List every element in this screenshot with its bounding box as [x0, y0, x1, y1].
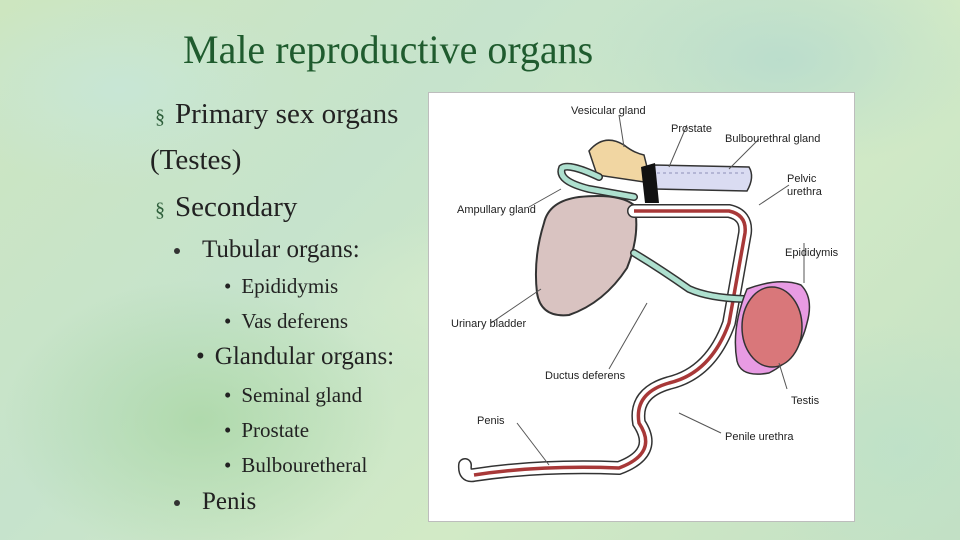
- label-ampullary-gland: Ampullary gland: [457, 204, 536, 216]
- bulbourethral-gland-shape: [653, 164, 753, 192]
- bullet-primary-label: Primary sex organs: [175, 98, 399, 130]
- list-item-label: Epididymis: [241, 274, 339, 298]
- bullet-glandular-label: Glandular organs:: [214, 343, 395, 370]
- round-bullet-icon: [174, 248, 180, 255]
- diagram-illustration: [457, 114, 811, 483]
- square-bullet-icon: §: [155, 106, 165, 128]
- bullet-glandular: • Glandular organs:: [196, 343, 394, 371]
- bullet-icon: •: [224, 309, 232, 333]
- prostate-shape: [641, 163, 659, 203]
- label-penile-urethra: Penile urethra: [725, 431, 794, 443]
- label-bulbourethral-gland: Bulbourethral gland: [725, 133, 821, 145]
- list-item-seminal-gland: • Seminal gland: [224, 383, 362, 408]
- label-pelvic-urethra-line1: Pelvic: [787, 173, 817, 185]
- list-item-label: Vas deferens: [241, 309, 349, 333]
- bullet-icon: •: [224, 383, 232, 407]
- label-prostate: Prostate: [671, 123, 712, 135]
- list-item-epididymis: • Epididymis: [224, 274, 338, 299]
- reproductive-diagram: Vesicular gland Prostate Bulbourethral g…: [428, 92, 855, 522]
- slide-title: Male reproductive organs: [183, 27, 594, 72]
- bullet-icon: •: [224, 453, 232, 477]
- square-bullet-icon: §: [155, 199, 165, 221]
- list-item-label: Prostate: [241, 418, 310, 442]
- label-ductus-deferens: Ductus deferens: [545, 370, 626, 382]
- bullet-icon: •: [196, 343, 205, 370]
- urinary-bladder-shape: [534, 195, 638, 317]
- bullet-secondary: § Secondary: [155, 191, 297, 224]
- list-item-label: Seminal gland: [241, 383, 363, 407]
- label-pelvic-urethra-line2: urethra: [787, 186, 822, 198]
- penile-urethra-line: [473, 209, 747, 477]
- list-item-label: Bulbouretheral: [241, 453, 368, 477]
- bullet-tubular: Tubular organs:: [174, 236, 360, 264]
- bullet-icon: •: [224, 418, 232, 442]
- label-vesicular-gland: Vesicular gland: [571, 105, 646, 117]
- round-bullet-icon: [174, 500, 180, 507]
- label-testis: Testis: [791, 395, 820, 407]
- label-penis: Penis: [477, 415, 505, 427]
- bullet-tubular-label: Tubular organs:: [202, 236, 360, 263]
- label-urinary-bladder: Urinary bladder: [451, 318, 527, 330]
- bullet-penis: Penis: [174, 488, 256, 516]
- bullet-primary: § Primary sex organs: [155, 98, 398, 131]
- bullet-penis-label: Penis: [202, 488, 257, 515]
- list-item-vas-deferens: • Vas deferens: [224, 309, 348, 334]
- bullet-secondary-label: Secondary: [175, 191, 298, 223]
- vesicular-gland-shape: [588, 139, 652, 184]
- bullet-icon: •: [224, 274, 232, 298]
- list-item-prostate: • Prostate: [224, 418, 309, 443]
- bullet-primary-detail: (Testes): [150, 144, 242, 176]
- label-epididymis: Epididymis: [785, 247, 839, 259]
- testis-shape: [741, 286, 803, 368]
- list-item-bulbouretheral: • Bulbouretheral: [224, 453, 367, 478]
